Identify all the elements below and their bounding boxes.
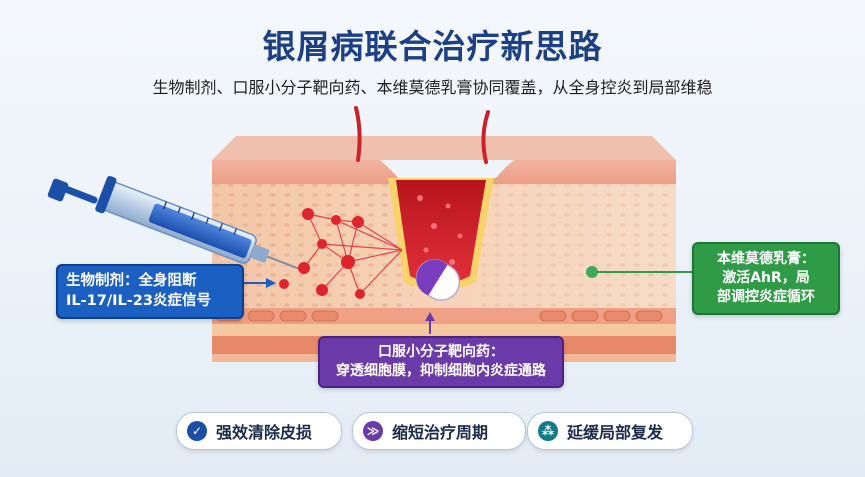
benefit-label: 缩短治疗周期	[392, 423, 489, 442]
page-title: 银屑病联合治疗新思路	[262, 27, 603, 66]
benefit-clear-lesions: ✓ 强效清除皮损	[176, 412, 342, 450]
oral-line2: 穿透细胞膜，抑制细胞内炎症通路	[336, 362, 546, 379]
benefit-label: 延缓局部复发	[567, 423, 664, 442]
syringe-icon	[47, 175, 304, 272]
biologic-callout: 生物制剂：全身阻断 IL-17/IL-23炎症信号	[56, 264, 244, 320]
biologic-line1: 生物制剂：全身阻断	[66, 273, 197, 289]
cream-line3: 部调控炎症循环	[717, 288, 815, 305]
check-icon: ✓	[187, 421, 207, 441]
pill-icon: ≫	[363, 421, 383, 441]
benefit-delay-relapse: ⁂ 延缓局部复发	[527, 412, 693, 450]
cream-callout: 本维莫德乳膏： 激活AhR，局 部调控炎症循环	[692, 242, 840, 315]
capsule-icon	[415, 259, 461, 301]
benefit-shorten-cycle: ≫ 缩短治疗周期	[352, 412, 526, 450]
dna-icon: ⁂	[538, 421, 558, 441]
cream-line1: 本维莫德乳膏：	[717, 251, 815, 267]
oral-callout: 口服小分子靶向药： 穿透细胞膜，抑制细胞内炎症通路	[318, 336, 564, 388]
cream-line2: 激活AhR，局	[722, 269, 810, 286]
page-subtitle: 生物制剂、口服小分子靶向药、本维莫德乳膏协同覆盖，从全身控炎到局部维稳	[152, 78, 713, 97]
biologic-line2: IL-17/IL-23炎症信号	[66, 292, 211, 309]
oral-line1: 口服小分子靶向药：	[378, 344, 504, 360]
cream-dot	[586, 266, 598, 278]
benefit-label: 强效清除皮损	[216, 423, 313, 442]
